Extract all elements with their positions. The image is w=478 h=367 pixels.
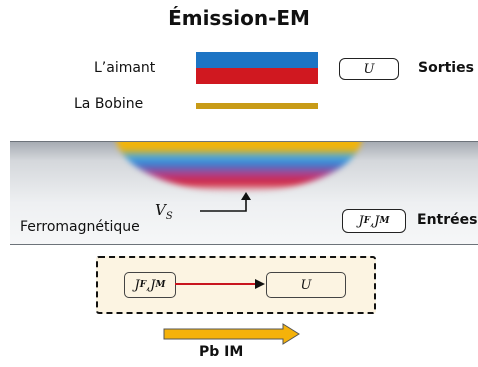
problem-output-text: U (300, 277, 312, 293)
surface-symbol: VS (155, 201, 173, 222)
surface-symbol-letter: V (155, 201, 166, 219)
surface-symbol-subscript: S (165, 211, 173, 222)
diagram-title: Émission-EM (168, 6, 310, 30)
outputs-box: U (339, 58, 399, 80)
legend-coil-swatch (196, 103, 318, 109)
outputs-box-text: U (363, 61, 375, 77)
outputs-label: Sorties (418, 60, 474, 76)
magnet-coil-emission-field (116, 142, 362, 192)
legend-coil-label: La Bobine (74, 96, 144, 112)
legend-magnet-swatch (196, 52, 318, 84)
inverse-problem-label: Pb IM (199, 344, 244, 360)
problem-arrow (175, 279, 265, 289)
problem-output-box: U (266, 272, 346, 298)
ferromagnetic-domain (10, 141, 478, 245)
inputs-label: Entrées (417, 212, 478, 228)
ferromagnetic-label: Ferromagnétique (20, 219, 140, 235)
surface-pointer-arrow (200, 192, 251, 212)
legend-magnet-label: L’aimant (94, 60, 156, 76)
inverse-problem-arrow (163, 323, 300, 345)
